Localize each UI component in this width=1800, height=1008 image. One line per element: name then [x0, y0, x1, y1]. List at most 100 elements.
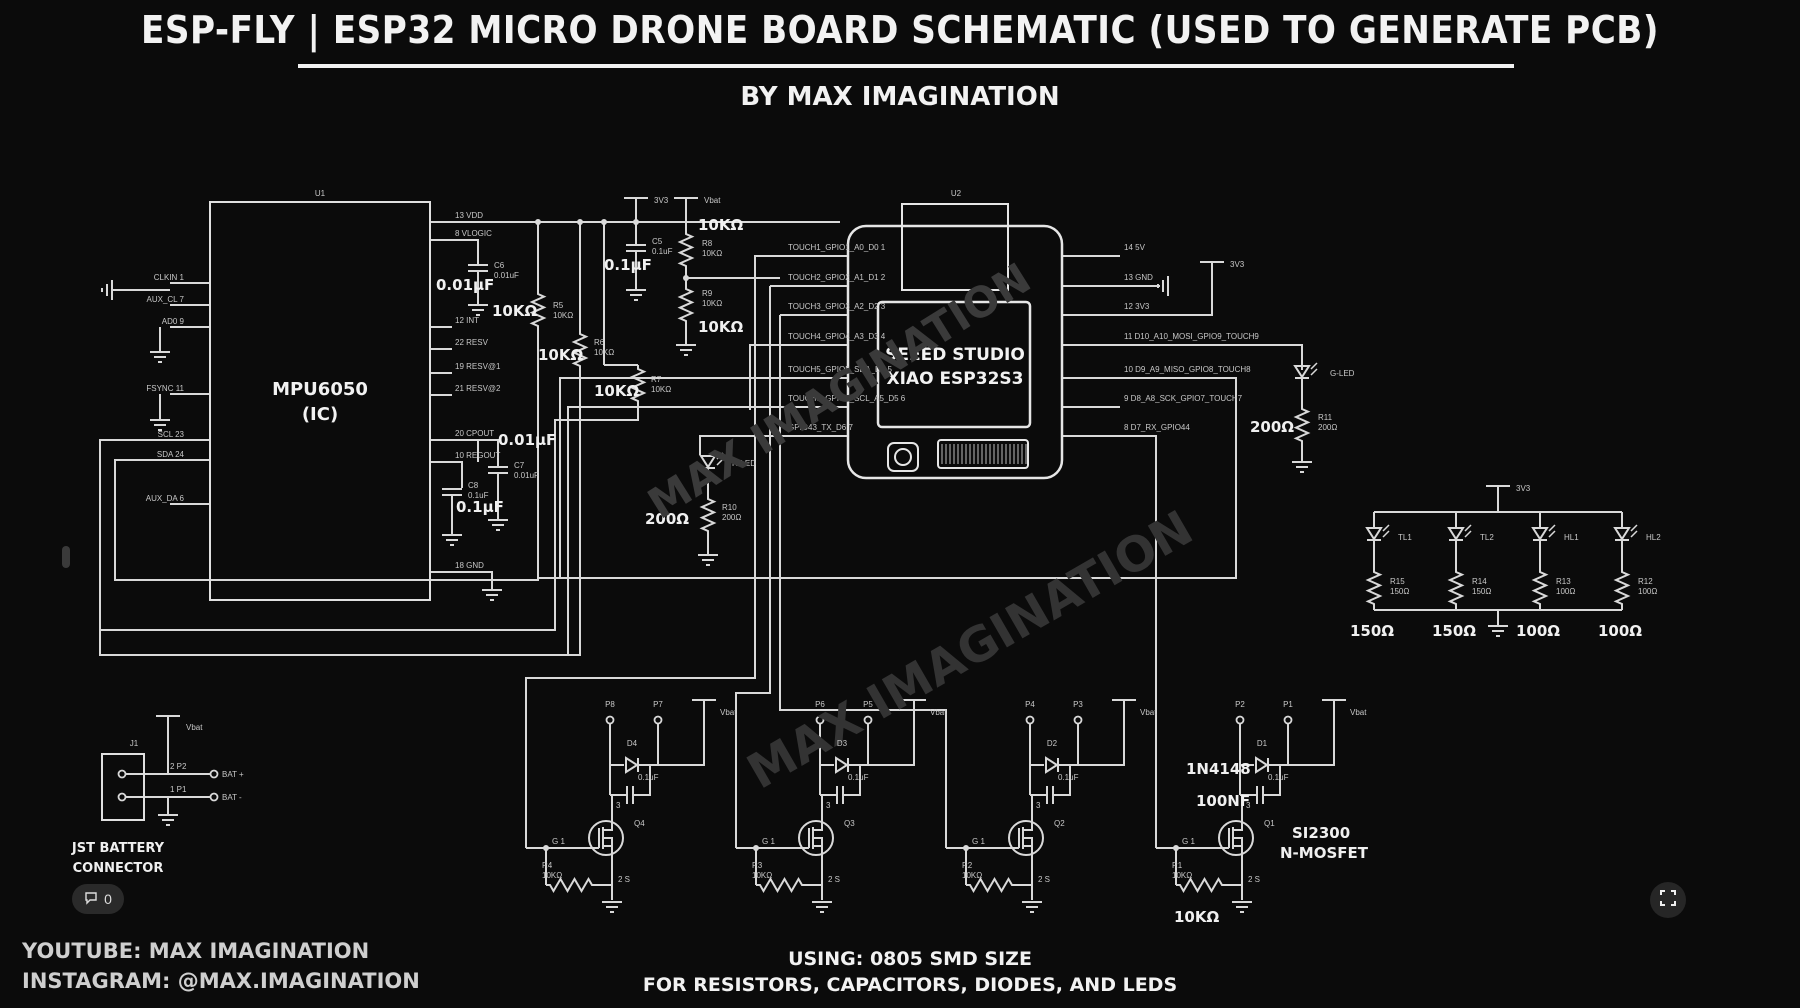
mosfet-leads — [603, 821, 613, 855]
diode-ref: D3 — [837, 739, 848, 748]
gate-resistor-value: 10KΩ — [1172, 871, 1192, 880]
motor-pin-label: P3 — [1073, 700, 1083, 709]
mosfet-ref: Q1 — [1264, 819, 1275, 828]
wire — [559, 377, 780, 578]
component-size-note: USING: 0805 SMD SIZE FOR RESISTORS, CAPA… — [560, 946, 1260, 998]
capacitor-symbol — [1256, 786, 1264, 804]
c8-value: 0.1uF — [468, 491, 489, 500]
motor-pin-label: P4 — [1025, 700, 1035, 709]
xiao-left-pin-label: GPIO43_TX_D6 7 — [788, 423, 853, 432]
wire — [633, 765, 651, 796]
mosfet-body — [1218, 820, 1254, 856]
r6-ref: R6 — [594, 338, 605, 347]
camera-connector — [937, 439, 1029, 469]
r10-callout: 200Ω — [645, 510, 689, 528]
xiao-right-pin-label: 14 5V — [1124, 243, 1146, 252]
capacitor-symbol — [468, 264, 488, 272]
r8-value: 10KΩ — [702, 249, 722, 258]
c5-callout: 0.1µF — [604, 256, 652, 274]
ground-symbol — [442, 534, 462, 546]
nav-resistor-value: 150Ω — [1472, 587, 1491, 596]
vbat-label: Vbat — [720, 708, 737, 717]
led-symbol — [1531, 524, 1556, 541]
junction-dot — [683, 275, 689, 281]
led-emission-arrows — [716, 452, 724, 466]
source-pin-label: 2 S — [1248, 875, 1260, 884]
led-symbol — [1613, 524, 1638, 541]
motor-pin-label: P1 — [1283, 700, 1293, 709]
wire — [1053, 765, 1071, 796]
mosfet-body — [798, 820, 834, 856]
wire — [638, 700, 705, 766]
diode-ref: D1 — [1257, 739, 1268, 748]
diode-symbol — [835, 756, 849, 774]
mpu-left-pin-label: FSYNC 11 — [146, 384, 184, 393]
diode-triangle — [1255, 756, 1269, 774]
battery-negative-label: BAT - — [222, 793, 242, 802]
boot-button-knob — [894, 448, 912, 466]
led-triangle — [699, 455, 717, 469]
xiao-left-pin-label: TOUCH6_GPIO6_SCL_A5_D5 6 — [788, 394, 906, 403]
expand-button[interactable] — [1650, 882, 1686, 918]
r5-callout: 10KΩ — [492, 302, 537, 320]
capacitor-symbol — [1046, 786, 1054, 804]
resistor-symbol — [629, 365, 647, 405]
supply-rail-label: 3V3 — [1516, 484, 1531, 493]
wire — [1120, 344, 1303, 370]
resistor-symbol — [677, 230, 695, 270]
comment-button[interactable]: 0 — [72, 884, 124, 914]
r7-value: 10KΩ — [651, 385, 671, 394]
led-triangle — [1293, 365, 1311, 379]
mpu-right-pin-label: 18 GND — [455, 561, 484, 570]
header-pin — [605, 715, 615, 725]
led-symbol — [699, 452, 724, 469]
drain-pin-label: 3 — [616, 801, 621, 810]
page-subtitle: BY MAX IMAGINATION — [740, 82, 1060, 112]
led-symbol — [1365, 524, 1390, 541]
ground-symbol — [101, 280, 113, 300]
nav-resistor-ref: R12 — [1638, 577, 1653, 586]
vbat-label: Vbat — [930, 708, 947, 717]
snubber-cap-value: 0.1uF — [1268, 773, 1289, 782]
wire — [1268, 700, 1335, 766]
led-emission-arrows — [1464, 524, 1472, 538]
watermark: MAX IMAGINATION — [738, 500, 1202, 800]
nav-resistor-callout: 100Ω — [1516, 622, 1560, 640]
gate-resistor-ref: R4 — [542, 861, 553, 870]
wire — [99, 370, 581, 656]
scroll-handle[interactable] — [62, 546, 70, 568]
nav-resistor-value: 100Ω — [1638, 587, 1657, 596]
wire — [567, 406, 780, 655]
mosfet-symbol — [1008, 820, 1044, 856]
battery-ref: J1 — [130, 739, 139, 748]
snubber-cap-value: 0.1uF — [638, 773, 659, 782]
xiao-left-pin-label: TOUCH1_GPIO1_A0_D0 1 — [788, 243, 886, 252]
nav-resistor-value: 100Ω — [1556, 587, 1575, 596]
r6-callout: 10KΩ — [538, 346, 583, 364]
c6-callout: 0.01µF — [436, 276, 494, 294]
battery-label: JST BATTERY — [71, 841, 165, 856]
resistor-symbol — [1447, 568, 1465, 608]
led-triangle — [1447, 527, 1465, 541]
wire — [1077, 724, 1080, 766]
xiao-ref-label: U2 — [951, 189, 962, 198]
resistor-symbol — [529, 290, 547, 330]
source-pin-label: 2 S — [1038, 875, 1050, 884]
comment-count: 0 — [104, 891, 112, 907]
c6-ref: C6 — [494, 261, 505, 270]
resistor-symbol — [966, 877, 1016, 893]
drain-pin-label: 3 — [826, 801, 831, 810]
mosfet-callout: SI2300 — [1292, 824, 1350, 842]
motor-pin-label: P8 — [605, 700, 615, 709]
junction-dot — [1173, 845, 1179, 851]
wire — [538, 377, 1237, 579]
r9-callout: 10KΩ — [698, 318, 743, 336]
c8-callout: 0.1µF — [456, 498, 504, 516]
led-emission-arrows — [1382, 524, 1390, 538]
diode-symbol — [625, 756, 639, 774]
resistor-symbol — [699, 495, 717, 535]
diode-ref: D4 — [627, 739, 638, 748]
capacitor-symbol — [626, 244, 646, 252]
ground-symbol — [698, 554, 718, 566]
r5-ref: R5 — [553, 301, 564, 310]
